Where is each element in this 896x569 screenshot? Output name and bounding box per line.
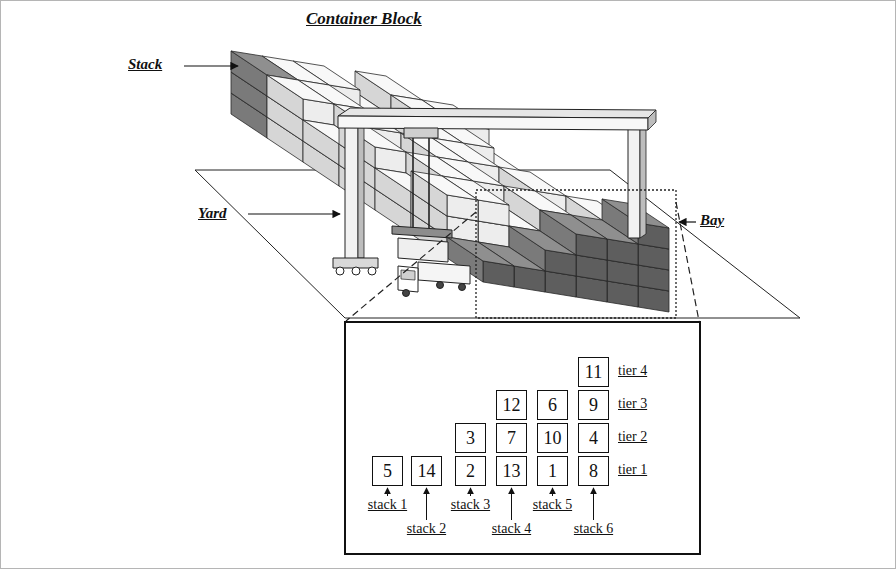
container-face: [411, 171, 478, 200]
container-number: 12: [503, 396, 521, 414]
container-number: 5: [383, 462, 392, 480]
stack-label: stack 6: [574, 521, 613, 536]
container-number: 10: [544, 429, 562, 447]
container-box: 9: [578, 390, 609, 420]
container-number: 6: [548, 396, 557, 414]
stack-pointer: [593, 488, 594, 520]
container-face: [267, 75, 334, 104]
tier-label: tier 3: [618, 396, 647, 411]
container-face: [509, 226, 576, 255]
container-box: 11: [578, 357, 609, 387]
stack-pointer: [387, 488, 388, 496]
container-box: 10: [537, 423, 568, 453]
container-box: 14: [411, 456, 442, 486]
crane-wheel: [368, 267, 376, 275]
part-label: Yard: [198, 205, 227, 222]
crane-left-leg: [345, 122, 358, 262]
stack-pointer: [426, 488, 427, 520]
container-number: 7: [507, 429, 516, 447]
stack-pointer: [511, 488, 512, 520]
crane-wheel: [352, 267, 360, 275]
stack-label: stack 2: [407, 521, 446, 536]
stack-label: stack 3: [451, 497, 490, 512]
truck-wheel: [403, 290, 410, 297]
tier-label: tier 1: [618, 462, 647, 477]
truck-wheel: [437, 282, 444, 289]
container-box: 5: [372, 456, 403, 486]
container-number: 4: [589, 429, 598, 447]
crane-base: [333, 258, 378, 268]
container-box: 1: [537, 456, 568, 486]
container-number: 3: [466, 429, 475, 447]
tier-label: tier 2: [618, 429, 647, 444]
zoom-line: [346, 212, 476, 321]
container-block: [231, 51, 669, 312]
container-box: 3: [455, 423, 486, 453]
yard-pointer: [248, 213, 340, 214]
stack-label: stack 4: [492, 521, 531, 536]
container-box: 8: [578, 456, 609, 486]
zoom-line: [676, 202, 699, 321]
part-label: Bay: [700, 212, 724, 229]
stack-pointer: [184, 65, 238, 66]
container-face: [540, 210, 607, 239]
container-box: 13: [496, 456, 527, 486]
container-face: [231, 51, 298, 80]
container-number: 8: [589, 462, 598, 480]
container-box: 7: [496, 423, 527, 453]
crane-trolley: [404, 128, 438, 138]
truck-cab: [398, 266, 418, 292]
container-number: 11: [585, 363, 602, 381]
stack-label: stack 1: [368, 497, 407, 512]
container-box: 12: [496, 390, 527, 420]
container-face: [447, 237, 514, 266]
bay-highlight: [476, 190, 676, 318]
crane-wheel: [336, 267, 344, 275]
crane-right-leg-side: [640, 120, 646, 238]
stack-pointer: [552, 488, 553, 496]
container-number: 13: [503, 462, 521, 480]
container-number: 2: [466, 462, 475, 480]
crane-left-leg-side: [358, 124, 364, 258]
container-face: [355, 71, 422, 100]
container-box: 2: [455, 456, 486, 486]
container-box: 6: [537, 390, 568, 420]
crane-girder-end: [648, 110, 656, 130]
gantry-crane: [333, 108, 656, 297]
container-number: 9: [589, 396, 598, 414]
crane-right-leg: [628, 122, 640, 238]
stack-label: stack 5: [533, 497, 572, 512]
truck-window: [401, 270, 415, 280]
diagram-title: Container Block: [306, 10, 422, 29]
container-number: 14: [418, 462, 436, 480]
hoist-cable: [412, 138, 414, 228]
crane-girder: [338, 116, 648, 130]
truck-trailer: [418, 262, 470, 284]
stack-pointer: [470, 488, 471, 496]
container-box: 4: [578, 423, 609, 453]
spreader: [392, 226, 452, 238]
tier-label: tier 4: [618, 363, 647, 378]
container-number: 1: [548, 462, 557, 480]
yard-plane: [195, 170, 800, 318]
part-label: Stack: [128, 56, 162, 73]
hoist-cable: [428, 138, 430, 228]
truck-wheel: [459, 284, 466, 291]
bay-pointer: [679, 221, 696, 222]
bay-inset-frame: [345, 322, 700, 554]
